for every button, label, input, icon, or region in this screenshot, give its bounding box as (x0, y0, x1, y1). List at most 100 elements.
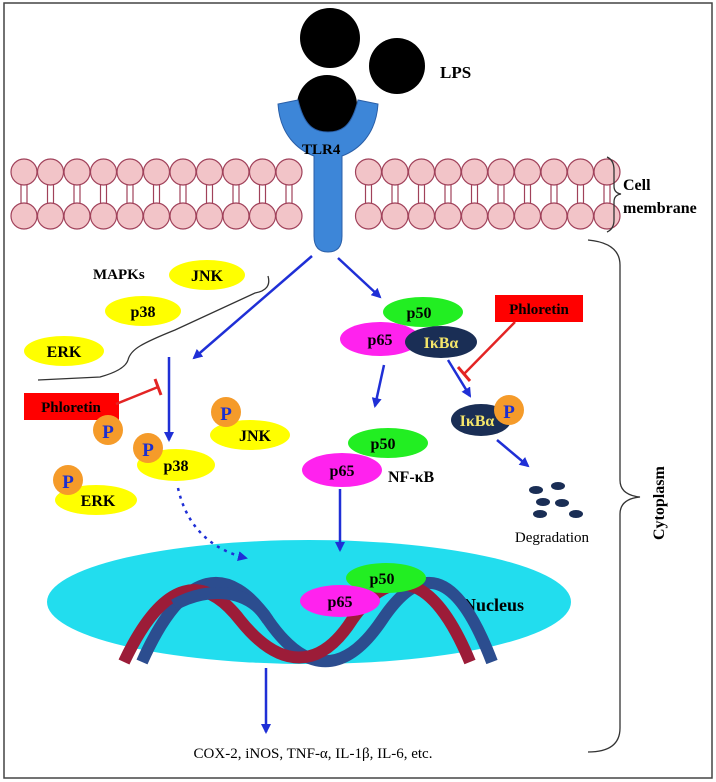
phosphate-label: P (62, 472, 74, 493)
tlr4-receptor (277, 99, 379, 253)
fragment (536, 498, 550, 506)
lipid-head (407, 202, 436, 230)
lipid-head (354, 202, 383, 230)
lipid-head (275, 158, 303, 186)
lipid-head (63, 202, 91, 230)
phosphate-label: P (503, 402, 515, 423)
p38-ellipse (105, 296, 181, 326)
phosphate-icon (93, 415, 123, 445)
lipid-head (540, 202, 568, 230)
lipid-head (10, 202, 38, 230)
nfkb-p50-label: p50 (371, 436, 396, 453)
inhibition-line-mapk (115, 385, 159, 406)
p65-ellipse (340, 322, 420, 356)
phosphate-icon (211, 397, 241, 427)
phloretin-box-mapk (24, 393, 119, 420)
phloretin-box-nfkb (495, 295, 583, 322)
lipid-head (142, 158, 171, 186)
lipid-head (566, 202, 595, 230)
inhibition-bar-nfkb (456, 366, 472, 382)
lps-molecule (297, 75, 357, 135)
cell-membrane-label-1: Cell (623, 177, 651, 194)
lipid-head (36, 158, 65, 186)
p-jnk-ellipse (210, 420, 290, 450)
nuclear-p65-ellipse (300, 585, 380, 617)
lipid-head (169, 158, 197, 186)
nuclear-p65-label: p65 (328, 594, 353, 611)
mapks-brace (37, 275, 270, 381)
lps-molecule (369, 38, 425, 94)
p-ikba-label: IκBα (460, 413, 495, 430)
erk-ellipse (24, 336, 104, 366)
phosphate-icon (53, 465, 83, 495)
lps-molecule (300, 8, 360, 68)
phospho-badge: P (93, 415, 123, 445)
p50-label: p50 (407, 305, 432, 322)
lps-molecules (297, 8, 425, 135)
p-jnk-label: JNK (239, 428, 272, 445)
inhibition-line-nfkb (463, 321, 516, 375)
lipid-head (566, 158, 595, 186)
output-genes-label: COX-2, iNOS, TNF-α, IL-1β, IL-6, etc. (194, 746, 433, 762)
ikba-ellipse (405, 326, 477, 358)
lipid-head (222, 158, 250, 186)
lipid-head (407, 158, 436, 186)
nfkb-p65-ellipse (302, 453, 382, 487)
phospho-badge: P (211, 397, 241, 427)
lipid-head (460, 158, 489, 186)
cell-membrane-bilayer (10, 158, 621, 230)
cell-membrane-label-2: membrane (623, 200, 697, 217)
phloretin-label-mapk: Phloretin (41, 400, 101, 416)
lipid-head (434, 202, 462, 230)
arrow-tlr4-to-mapk (192, 255, 313, 360)
lipid-head (195, 202, 224, 230)
lipid-head (593, 158, 621, 186)
lipid-head (540, 158, 568, 186)
nuclear-p50-ellipse (346, 563, 426, 593)
arrow-to-degradation (496, 439, 530, 468)
phosphate-icon (133, 433, 163, 463)
nfkb-p50-ellipse (348, 428, 428, 458)
arrow-tlr4-to-nfkb (337, 257, 382, 299)
degradation-fragments (529, 482, 583, 518)
phosphate-icon (494, 395, 524, 425)
fragment (551, 482, 565, 490)
cytoplasm-brace (587, 239, 641, 753)
cytoplasm-label: Cytoplasm (651, 466, 668, 540)
lipid-head (460, 202, 489, 230)
lipid-head (487, 202, 515, 230)
lipid-head (513, 202, 542, 230)
lipid-head (248, 158, 277, 186)
p50-ellipse (383, 297, 463, 327)
inhibition-bar-mapk (153, 378, 163, 396)
lipid-head (222, 202, 250, 230)
p-p38-label: p38 (164, 458, 189, 475)
lipid-head (10, 158, 38, 186)
phospho-badge: P (494, 395, 524, 425)
membrane-brace (606, 156, 622, 233)
fragment (555, 499, 569, 507)
lipid-head (434, 158, 462, 186)
lipid-head (487, 158, 515, 186)
lipid-head (354, 158, 383, 186)
jnk-ellipse (169, 260, 245, 290)
lipid-head (89, 202, 118, 230)
nucleus-label: Nucleus (463, 595, 524, 615)
erk-label: ERK (47, 344, 82, 361)
phloretin-label-nfkb: Phloretin (509, 302, 569, 318)
lipid-head (195, 158, 224, 186)
lipid-head (513, 158, 542, 186)
dotted-arrow-to-nucleus (176, 487, 248, 561)
arrow-to-p-ikba (446, 359, 472, 398)
lipid-head (63, 158, 91, 186)
phosphate-label: P (142, 440, 154, 461)
p38-label: p38 (131, 304, 156, 321)
tlr4-label: TLR4 (302, 142, 341, 158)
phospho-badge: P (133, 433, 163, 463)
degradation-label: Degradation (515, 530, 590, 546)
nfkb-p65-label: p65 (330, 463, 355, 480)
p65-label: p65 (368, 332, 393, 349)
lipid-head (142, 202, 171, 230)
arrow-to-nfkb (371, 364, 386, 408)
